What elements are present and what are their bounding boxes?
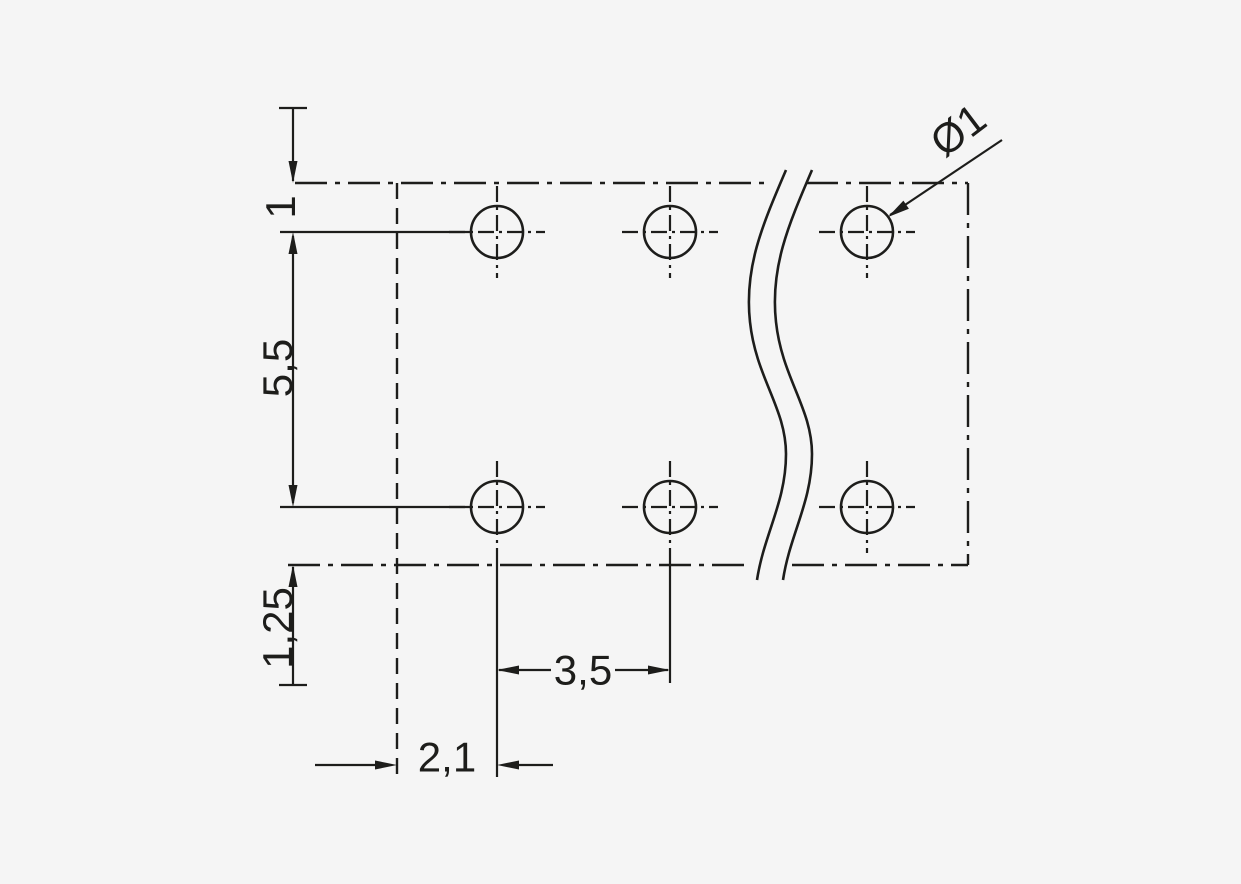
arrowhead-right-offset xyxy=(375,760,397,770)
arrowhead-left-offset xyxy=(497,760,519,770)
hole-diameter-callout: Ø1 xyxy=(888,94,1003,217)
break-line xyxy=(747,169,814,581)
dimension-second-row-to-edge: 1,25 xyxy=(254,565,307,687)
dimension-edge-to-first-row: 1 xyxy=(257,106,307,219)
dim-label-hole-pitch: 3,5 xyxy=(554,647,612,694)
arrowhead-right-pitch xyxy=(648,665,670,675)
dim-label-row-spacing: 5,5 xyxy=(254,339,301,397)
dimension-edge-to-first-hole: 2,1 xyxy=(315,734,553,781)
leader-line xyxy=(889,139,1003,216)
dim-label-second-row-to-edge: 1,25 xyxy=(254,587,301,669)
dim-label-hole-diameter: Ø1 xyxy=(921,94,994,165)
arrowhead-down-row2 xyxy=(288,485,298,507)
dim-label-edge-to-first-hole: 2,1 xyxy=(418,734,476,781)
dimension-hole-pitch: 3,5 xyxy=(495,553,672,777)
arrowhead-up-bottom-edge xyxy=(288,565,298,587)
part-outline xyxy=(288,181,970,777)
holes xyxy=(449,186,915,553)
dimension-row-spacing: 5,5 xyxy=(254,230,470,509)
arrowhead-up-row1 xyxy=(288,232,298,254)
arrowhead-leader xyxy=(888,200,909,217)
break-curve-right xyxy=(773,169,814,581)
arrowhead-down-top-edge xyxy=(288,161,298,183)
arrowhead-left-pitch xyxy=(497,665,519,675)
dim-label-edge-to-first-row: 1 xyxy=(257,195,304,218)
break-curve-left xyxy=(747,169,788,581)
